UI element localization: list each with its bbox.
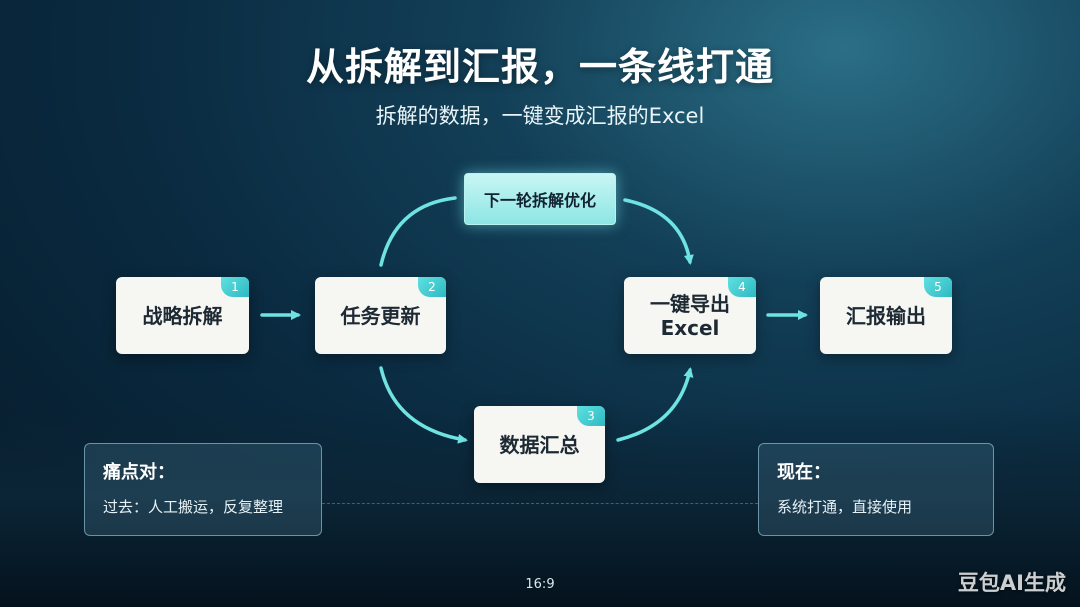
- flow-node-task-update: 任务更新 2: [315, 277, 446, 354]
- pain-point-box: 痛点对： 过去：人工搬运，反复整理: [84, 443, 322, 536]
- step-badge: 3: [577, 406, 605, 426]
- now-box: 现在： 系统打通，直接使用: [758, 443, 994, 536]
- flow-node-strategy: 战略拆解 1: [116, 277, 249, 354]
- arrow-top-to-4: [623, 198, 694, 265]
- flow-node-label: 一键导出 Excel: [650, 291, 730, 340]
- arrow-2-to-top: [379, 196, 457, 267]
- flow-node-report-output: 汇报输出 5: [820, 277, 952, 354]
- aspect-ratio-label: 16:9: [525, 577, 555, 592]
- next-iteration-node: 下一轮拆解优化: [464, 173, 616, 225]
- step-badge: 5: [924, 277, 952, 297]
- flow-node-export-excel: 一键导出 Excel 4: [624, 277, 756, 354]
- arrow-3-to-4: [616, 367, 694, 442]
- arrow-2-to-3: [379, 366, 468, 444]
- step-badge: 1: [221, 277, 249, 297]
- dashed-divider: [322, 503, 758, 504]
- step-badge: 4: [728, 277, 756, 297]
- flow-node-label: 任务更新: [340, 303, 421, 328]
- ai-watermark: 豆包AI生成: [957, 571, 1066, 595]
- page-subtitle: 拆解的数据，一键变成汇报的Excel: [375, 104, 705, 128]
- page-title: 从拆解到汇报，一条线打通: [305, 45, 774, 89]
- pain-point-text: 过去：人工搬运，反复整理: [103, 498, 284, 516]
- flow-node-label: 战略拆解: [142, 303, 223, 328]
- now-text: 系统打通，直接使用: [777, 498, 913, 516]
- now-title: 现在：: [777, 462, 831, 483]
- flow-node-label: 数据汇总: [499, 432, 580, 457]
- flow-node-label: 汇报输出: [846, 303, 926, 328]
- flow-node-data-summary: 数据汇总 3: [474, 406, 605, 483]
- pain-point-title: 痛点对：: [103, 462, 175, 483]
- step-badge: 2: [418, 277, 446, 297]
